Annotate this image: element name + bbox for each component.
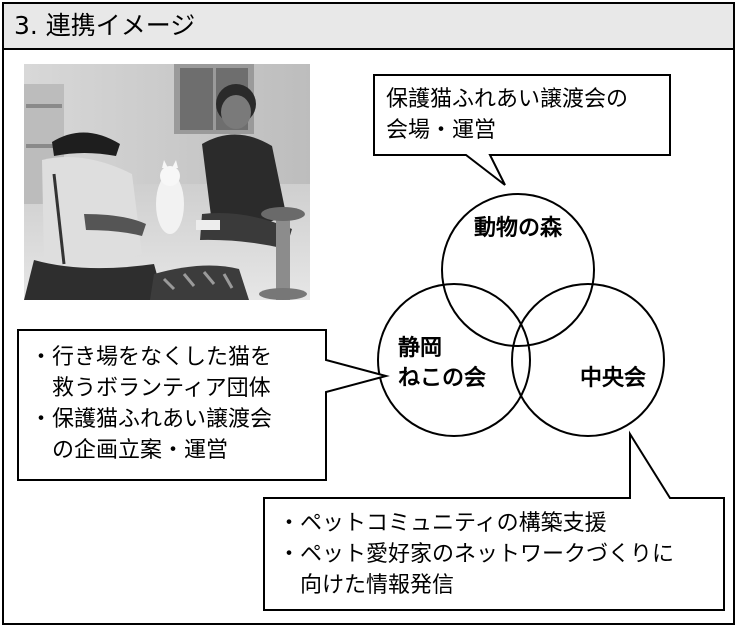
- circle-chuoukai: [511, 283, 665, 437]
- callout-left-line-1: ・行き場をなくした猫を: [30, 345, 273, 370]
- callout-top-text: 保護猫ふれあい譲渡会の 会場・運営: [386, 84, 628, 146]
- callout-bottom-line-3: 向けた情報発信: [278, 573, 455, 598]
- photo-image: [24, 64, 310, 300]
- circle-shizuoka-neko-no-kai: [377, 283, 531, 437]
- callout-top-box: [373, 74, 671, 186]
- circle-doubutsu-no-mori: [441, 193, 595, 347]
- circle-left-label-line-1: 静岡: [398, 336, 443, 361]
- callout-bottom-line-1: ・ペットコミュニティの構築支援: [278, 511, 607, 536]
- callout-bottom-text: ・ペットコミュニティの構築支援 ・ペット愛好家のネットワークづくりに 向けた情報…: [278, 508, 674, 601]
- callout-left-line-4: の企画立案・運営: [30, 438, 229, 463]
- section-title: 3. 連携イメージ: [14, 11, 196, 40]
- circle-top-label: 動物の森: [474, 216, 563, 241]
- callout-top-line-2: 会場・運営: [386, 118, 497, 143]
- callout-top-line-1: 保護猫ふれあい譲渡会の: [386, 87, 629, 112]
- section-header: 3. 連携イメージ: [4, 4, 733, 50]
- callout-bottom-box: [263, 430, 725, 611]
- callout-left-line-3: ・保護猫ふれあい譲渡会: [30, 407, 273, 432]
- photo-icon: [24, 64, 310, 300]
- circle-left-label-line-2: ねこの会: [398, 366, 487, 391]
- callout-left-line-2: 救うボランティア団体: [30, 376, 271, 401]
- callout-left-text: ・行き場をなくした猫を 救うボランティア団体 ・保護猫ふれあい譲渡会 の企画立案…: [30, 342, 272, 466]
- callout-bottom-line-2: ・ペット愛好家のネットワークづくりに: [278, 542, 675, 567]
- circle-right-label: 中央会: [580, 366, 647, 391]
- callout-left-box: [17, 329, 390, 481]
